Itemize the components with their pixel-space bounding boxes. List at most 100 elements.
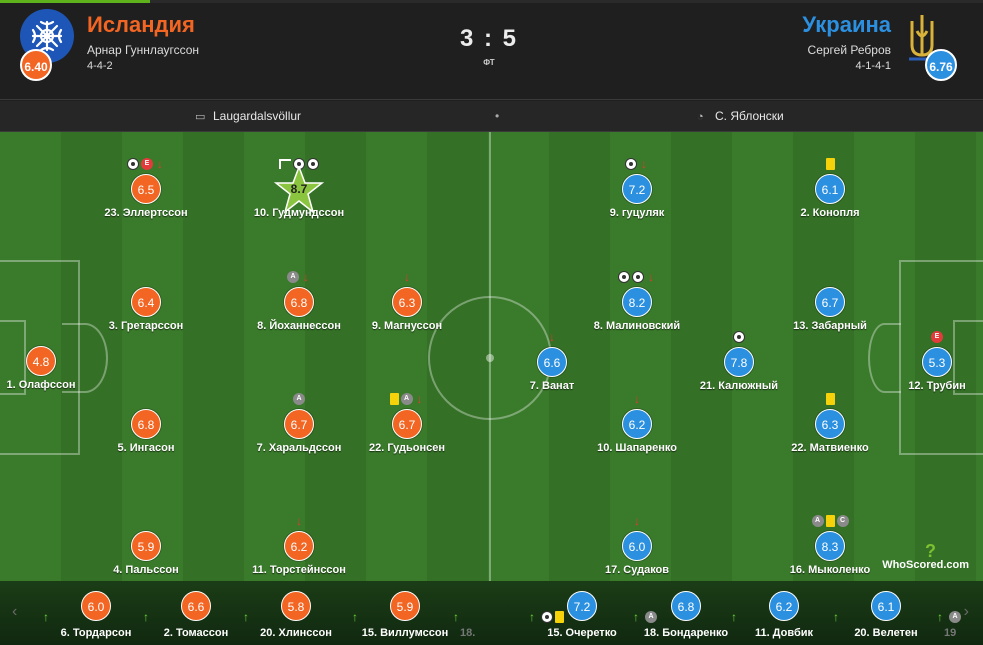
- player-name: 2. Конопля: [800, 207, 860, 219]
- away-player[interactable]: ↓ 8.2 8. Малиновский: [572, 267, 702, 337]
- progress-line-fill: [0, 0, 150, 3]
- player-name: 16. Мыколенко: [789, 564, 871, 576]
- home-substitute[interactable]: 6.6↑2. Томассон: [136, 581, 256, 645]
- player-name: 22. Матвиенко: [791, 442, 869, 454]
- player-name: 8. Малиновский: [593, 320, 681, 332]
- substituted-on-icon: ↑: [352, 610, 358, 624]
- substituted-off-icon: ↓: [634, 514, 640, 528]
- player-events: [234, 158, 364, 172]
- player-rating: 7.2: [622, 174, 652, 204]
- substitute-rating: 6.1: [871, 591, 901, 621]
- home-formation: 4-4-2: [87, 60, 113, 72]
- player-rating: 6.7: [815, 287, 845, 317]
- substitute-name: 20. Велетен: [854, 627, 918, 639]
- home-team-rating: 6.40: [20, 49, 52, 81]
- substituted-off-icon: ↓: [404, 270, 410, 284]
- chevron-right-icon[interactable]: ›: [963, 603, 969, 620]
- venue-label: Laugardalsvöllur: [213, 109, 302, 123]
- substitute-name: 19: [944, 627, 957, 639]
- substitute-name: 15. Виллумссон: [361, 627, 449, 639]
- substitute-events: ↑: [242, 611, 254, 623]
- player-name: 22. Гудьонсен: [369, 442, 445, 454]
- player-rating: 6.6: [537, 347, 567, 377]
- away-substitute[interactable]: 6.2↑11. Довбик: [724, 581, 844, 645]
- error-icon: E: [141, 158, 153, 170]
- player-name: 5. Ингасон: [117, 442, 175, 454]
- substitute-name: 20. Хлинссон: [260, 627, 332, 639]
- match-info-bar: ▭ Laugardalsvöllur • ◔С. Яблонски: [0, 101, 983, 132]
- away-formation: 4-1-4-1: [855, 60, 891, 72]
- substitute-events: ↑A: [632, 611, 658, 623]
- substitute-events: ↑: [142, 611, 154, 623]
- home-penalty-arc: [62, 323, 108, 393]
- referee: ◔С. Яблонски: [697, 109, 784, 123]
- player-rating: 8.2: [622, 287, 652, 317]
- away-manager: Сергей Ребров: [807, 43, 891, 57]
- substitute-name: 18. Бондаренко: [643, 627, 729, 639]
- chevron-left-icon[interactable]: ‹: [12, 603, 18, 620]
- referee-label: С. Яблонски: [715, 109, 784, 123]
- assist-icon: A: [811, 515, 824, 527]
- substituted-off-icon: ↓: [648, 270, 654, 284]
- home-team-name[interactable]: Исландия: [87, 12, 195, 37]
- home-substitute[interactable]: 5.8↑20. Хлинссон: [236, 581, 356, 645]
- player-events: [765, 393, 895, 407]
- info-separator: •: [495, 109, 500, 123]
- substitute-name: 11. Довбик: [754, 627, 814, 639]
- home-substitute[interactable]: ↑18.: [446, 581, 566, 645]
- home-substitute[interactable]: 6.0↑6. Тордарсон: [36, 581, 156, 645]
- away-substitute[interactable]: 6.1 ↑ 20. Велетен: [826, 581, 946, 645]
- goal-ball-icon: [618, 271, 630, 283]
- substitute-name: 15. Очеретко: [547, 627, 617, 639]
- substituted-on-icon: ↑: [43, 610, 49, 624]
- player-name: 11. Торстейнссон: [252, 564, 346, 576]
- home-substitute[interactable]: 5.9↑15. Виллумссон: [345, 581, 465, 645]
- player-name: 17. Судаков: [604, 564, 670, 576]
- yellow-card-icon: [555, 611, 564, 623]
- substitute-rating: 6.6: [181, 591, 211, 621]
- substitute-events: ↑: [832, 611, 844, 623]
- away-substitute[interactable]: 7.2↑15. Очеретко: [522, 581, 642, 645]
- player-rating: 8.3: [815, 531, 845, 561]
- substituted-off-icon: ↓: [641, 157, 647, 171]
- assist-icon: A: [645, 611, 657, 623]
- captain-icon: C: [836, 515, 849, 527]
- home-manager: Арнар Гуннлаугссон: [87, 43, 200, 57]
- player-rating: 6.4: [131, 287, 161, 317]
- substitute-events: ↑: [452, 611, 464, 623]
- error-icon: E: [931, 331, 943, 343]
- away-team-name[interactable]: Украина: [802, 12, 891, 37]
- player-name: 21. Калюжный: [699, 380, 779, 392]
- player-name: 7. Ванат: [529, 380, 575, 392]
- substituted-on-icon: ↑: [633, 610, 639, 624]
- player-events: A: [234, 393, 364, 407]
- stadium-icon: ▭: [195, 111, 206, 123]
- goal-ball-icon: [733, 331, 745, 343]
- home-goal-box: [0, 320, 26, 395]
- venue: ▭ Laugardalsvöllur: [195, 109, 301, 123]
